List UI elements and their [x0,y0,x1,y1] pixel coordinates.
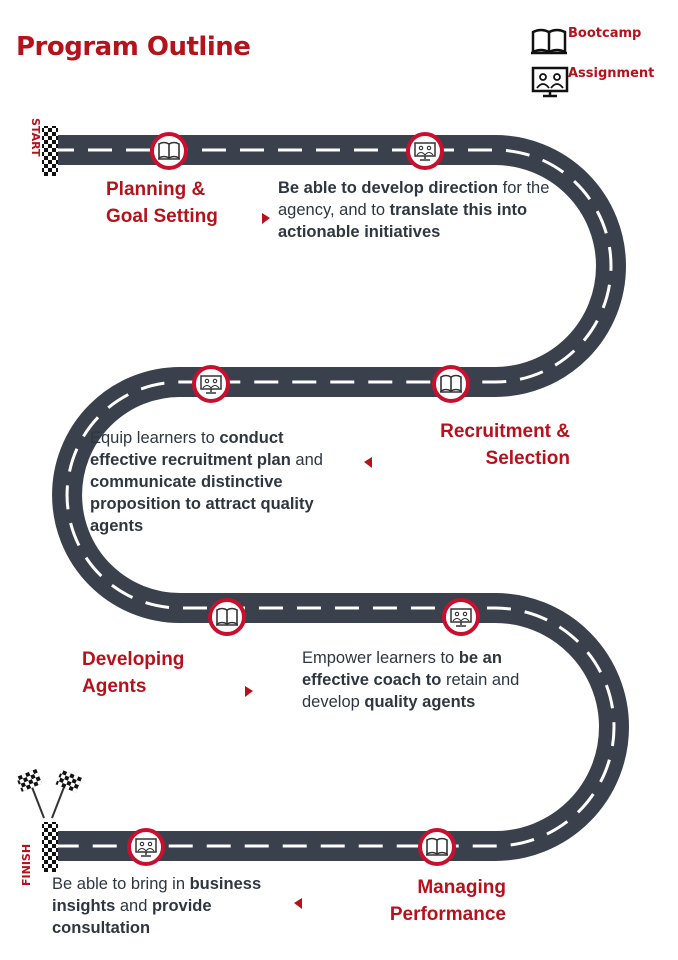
arrow-left-icon [294,898,302,909]
milestone-assignment[interactable] [127,828,165,866]
milestone-bootcamp[interactable] [208,598,246,636]
road-lane-markings [50,148,616,848]
racing-flags-icon [15,768,82,819]
desc-run: be an effective coach to [302,649,502,689]
monitor-icon [531,66,569,98]
desc-run: conduct effective recruitment plan [90,429,291,469]
page-title: Program Outline [16,32,251,62]
legend-assignment-label: Assignment [568,66,655,81]
stage-desc-developing: Empower learners to be an effective coac… [302,647,562,713]
desc-run: quality agents [364,693,476,711]
desc-run: for the agency, and to [278,179,550,219]
milestone-bootcamp[interactable] [150,132,188,170]
stage-desc-recruitment: Equip learners to conduct effective recr… [90,427,355,537]
milestone-assignment[interactable] [442,598,480,636]
stage-title-developing: Developing Agents [82,649,185,697]
stage-title-managing: Managing Performance [389,877,506,925]
milestone-bootcamp[interactable] [418,828,456,866]
desc-run: and [115,897,152,915]
desc-run: Be able to bring in [52,875,190,893]
stage-title-recruitment: Recruitment & Selection [440,421,570,469]
arrow-right-icon [245,686,253,697]
book-icon [531,28,567,55]
desc-run: and [290,451,323,469]
milestone-bootcamp[interactable] [432,365,470,403]
stage-title-planning: Planning & Goal Setting [106,179,218,227]
start-checkered-flag [42,126,58,176]
stage-desc-managing: Be able to bring in business insights an… [52,873,272,939]
desc-run: provide consultation [52,897,212,937]
desc-run: business insights [52,875,262,915]
legend-bootcamp-label: Bootcamp [568,26,642,41]
desc-run: Equip learners to [90,429,220,447]
start-label: START [29,118,42,157]
desc-run: communicate distinctive proposition to a… [90,473,314,535]
finish-label: FINISH [20,843,33,886]
desc-run: retain and develop [302,671,520,711]
milestone-assignment[interactable] [406,132,444,170]
desc-run: translate this into actionable initiativ… [278,201,528,241]
finish-checkered-flag [42,822,58,872]
milestone-assignment[interactable] [192,365,230,403]
stage-desc-planning: Be able to develop direction for the age… [278,177,558,243]
desc-run: Be able to develop direction [278,179,499,197]
desc-run: Empower learners to [302,649,459,667]
arrow-right-icon [262,213,270,224]
arrow-left-icon [364,457,372,468]
